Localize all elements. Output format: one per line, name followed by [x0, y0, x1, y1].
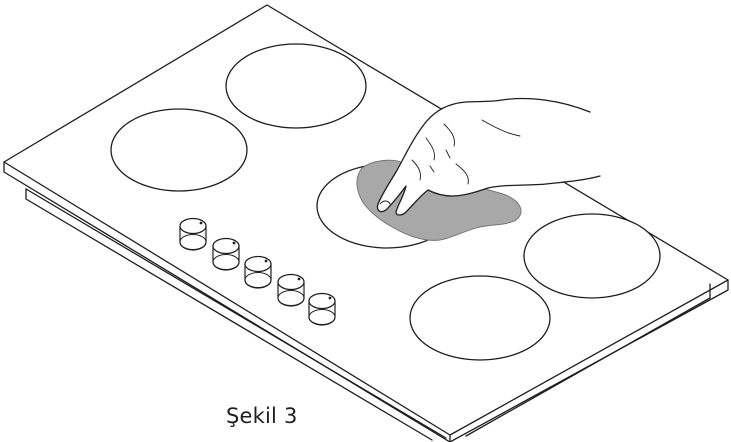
cooking-zone-front-center [409, 275, 551, 361]
cooktop-frame-left [25, 188, 433, 441]
figure-caption: Şekil 3 [226, 404, 298, 428]
hand-outline [376, 97, 601, 216]
knuckle-mark-1 [445, 149, 451, 159]
finger-line-2 [411, 159, 421, 181]
knob-2 [212, 237, 240, 271]
wrist-line [481, 119, 521, 137]
cooktop-front-edge [3, 161, 451, 442]
fingernail [379, 200, 391, 205]
control-knobs [179, 217, 336, 326]
cooking-zone-rear-left [225, 43, 367, 129]
cooking-zone-front-right [523, 213, 661, 299]
cooktop-right-frame [465, 283, 711, 437]
knob-4 [277, 273, 305, 307]
cooking-zone-rear-center [110, 108, 248, 192]
finger-line-3 [443, 123, 455, 147]
cleaning-hand [376, 97, 601, 216]
cooktop [3, 4, 729, 442]
thumb-line [455, 163, 469, 185]
cooktop-frame-inner [25, 188, 447, 439]
knuckle-mark-2 [429, 165, 435, 173]
knob-3 [244, 255, 272, 289]
knob-1 [179, 217, 207, 251]
cooktop-right-edge [449, 279, 729, 442]
knob-5 [308, 292, 336, 326]
finger-line-1 [425, 137, 435, 161]
